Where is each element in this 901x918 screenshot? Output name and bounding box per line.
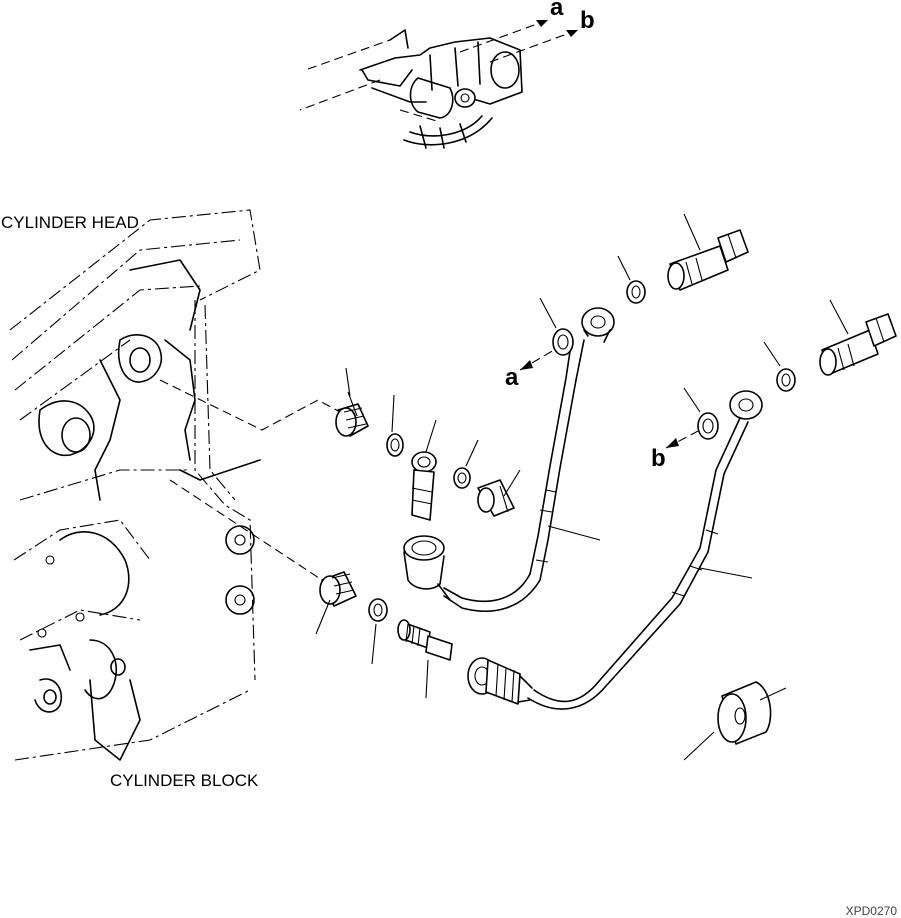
drawing-code: XPD0270 (845, 904, 897, 918)
ref-label-a-inset: a (550, 0, 564, 21)
ref-label-b-inset: b (580, 7, 595, 34)
tube-end-connector (467, 657, 533, 705)
engine-block-outline (9, 209, 261, 761)
oil-tube-lower (527, 390, 763, 710)
gasket-middle (453, 439, 479, 489)
inset-turbo-connection (299, 19, 579, 149)
banjo-bolt (477, 469, 521, 517)
cylinder-head-label: CYLINDER HEAD (1, 213, 139, 232)
gasket-upper (386, 394, 404, 457)
elbow-fitting (403, 535, 451, 601)
cylinder-block-label: CYLINDER BLOCK (110, 771, 259, 790)
banjo-bolt-right-1 (667, 213, 749, 291)
banjo-connector (411, 419, 437, 521)
plug-lower (315, 571, 357, 635)
gasket-lower (368, 598, 388, 665)
spacer-block (683, 681, 787, 761)
gasket-right-1 (617, 255, 646, 304)
banjo-bolt-right-2 (819, 299, 897, 376)
gasket-a (539, 297, 574, 356)
oil-tube-upper (443, 307, 615, 612)
plug-upper (335, 367, 369, 437)
gasket-right-2 (763, 341, 796, 392)
gasket-b (683, 387, 719, 440)
connector-lower (397, 619, 453, 699)
ref-label-b: b (651, 445, 666, 472)
ref-label-a: a (505, 364, 519, 391)
